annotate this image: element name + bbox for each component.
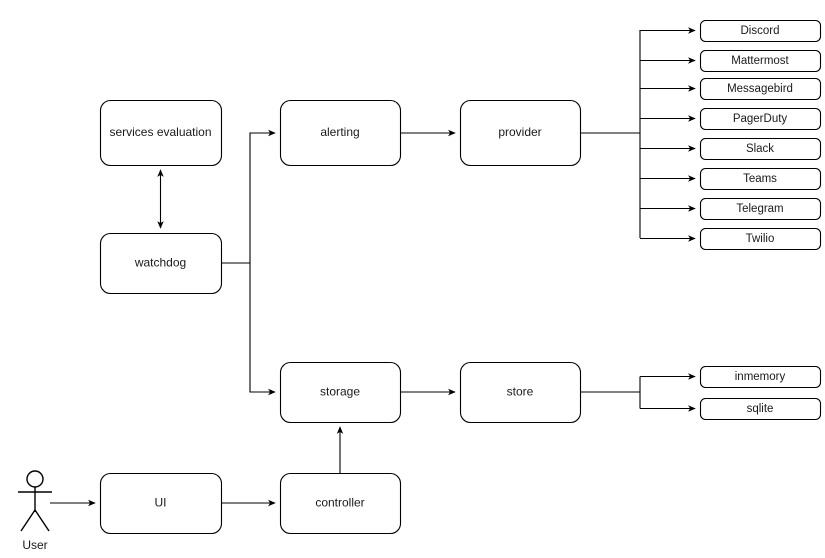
actor-user-label: User	[22, 538, 47, 552]
node-box-sqlite	[699, 397, 822, 421]
actor-head-icon	[26, 470, 44, 488]
node-telegram[interactable]: Telegram	[699, 197, 822, 221]
node-label-services-evaluation: services evaluation	[109, 125, 211, 139]
node-provider[interactable]: provider	[459, 99, 582, 167]
node-box-alerting	[279, 99, 402, 167]
node-teams[interactable]: Teams	[699, 167, 822, 191]
node-label-mattermost: Mattermost	[731, 55, 789, 67]
node-box-ui	[99, 472, 223, 535]
nodes-layer: services evaluation watchdog alerting provi…	[99, 19, 822, 535]
node-box-services-evaluation	[99, 99, 223, 167]
node-mattermost[interactable]: Mattermost	[699, 49, 822, 73]
node-alerting[interactable]: alerting	[279, 99, 402, 167]
node-label-alerting: alerting	[320, 125, 359, 139]
node-label-slack: Slack	[746, 143, 774, 155]
node-box-messagebird	[699, 77, 822, 101]
node-label-messagebird: Messagebird	[727, 83, 793, 95]
node-box-discord	[699, 19, 822, 43]
node-label-twilio: Twilio	[746, 233, 775, 245]
node-box-storage	[279, 361, 402, 424]
node-box-controller	[279, 472, 402, 535]
node-messagebird[interactable]: Messagebird	[699, 77, 822, 101]
node-box-mattermost	[699, 49, 822, 73]
node-box-watchdog	[99, 232, 223, 295]
node-label-store: store	[507, 385, 534, 399]
node-label-sqlite: sqlite	[747, 403, 774, 415]
edge-watchdog-alerting[interactable]	[221, 129, 276, 264]
node-box-telegram	[699, 197, 822, 221]
node-label-telegram: Telegram	[736, 203, 783, 215]
node-box-provider	[459, 99, 582, 167]
node-label-storage: storage	[320, 385, 360, 399]
node-label-teams: Teams	[743, 173, 777, 185]
node-sqlite[interactable]: sqlite	[699, 397, 822, 421]
node-discord[interactable]: Discord	[699, 19, 822, 43]
node-pagerduty[interactable]: PagerDuty	[699, 107, 822, 131]
actor-user[interactable]: User	[18, 470, 52, 552]
node-box-inmemory	[699, 365, 822, 389]
node-box-teams	[699, 167, 822, 191]
node-label-pagerduty: PagerDuty	[733, 113, 788, 125]
node-label-controller: controller	[315, 496, 364, 510]
node-box-store	[459, 361, 582, 424]
edge-watchdog-storage[interactable]	[249, 263, 276, 396]
node-storage[interactable]: storage	[279, 361, 402, 424]
node-inmemory[interactable]: inmemory	[699, 365, 822, 389]
node-label-inmemory: inmemory	[735, 371, 786, 383]
node-label-discord: Discord	[741, 25, 780, 37]
node-label-provider: provider	[498, 125, 541, 139]
node-ui[interactable]: UI	[99, 472, 223, 535]
node-box-slack	[699, 137, 822, 161]
node-watchdog[interactable]: watchdog	[99, 232, 223, 295]
node-box-pagerduty	[699, 107, 822, 131]
node-services-evaluation[interactable]: services evaluation	[99, 99, 223, 167]
actor-leg-left-icon	[20, 509, 36, 532]
node-twilio[interactable]: Twilio	[699, 227, 822, 251]
edges-layer	[50, 27, 696, 507]
node-controller[interactable]: controller	[279, 472, 402, 535]
actor-leg-right-icon	[34, 509, 50, 532]
node-label-watchdog: watchdog	[134, 256, 186, 270]
node-box-twilio	[699, 227, 822, 251]
node-slack[interactable]: Slack	[699, 137, 822, 161]
node-store[interactable]: store	[459, 361, 582, 424]
node-label-ui: UI	[155, 496, 167, 510]
